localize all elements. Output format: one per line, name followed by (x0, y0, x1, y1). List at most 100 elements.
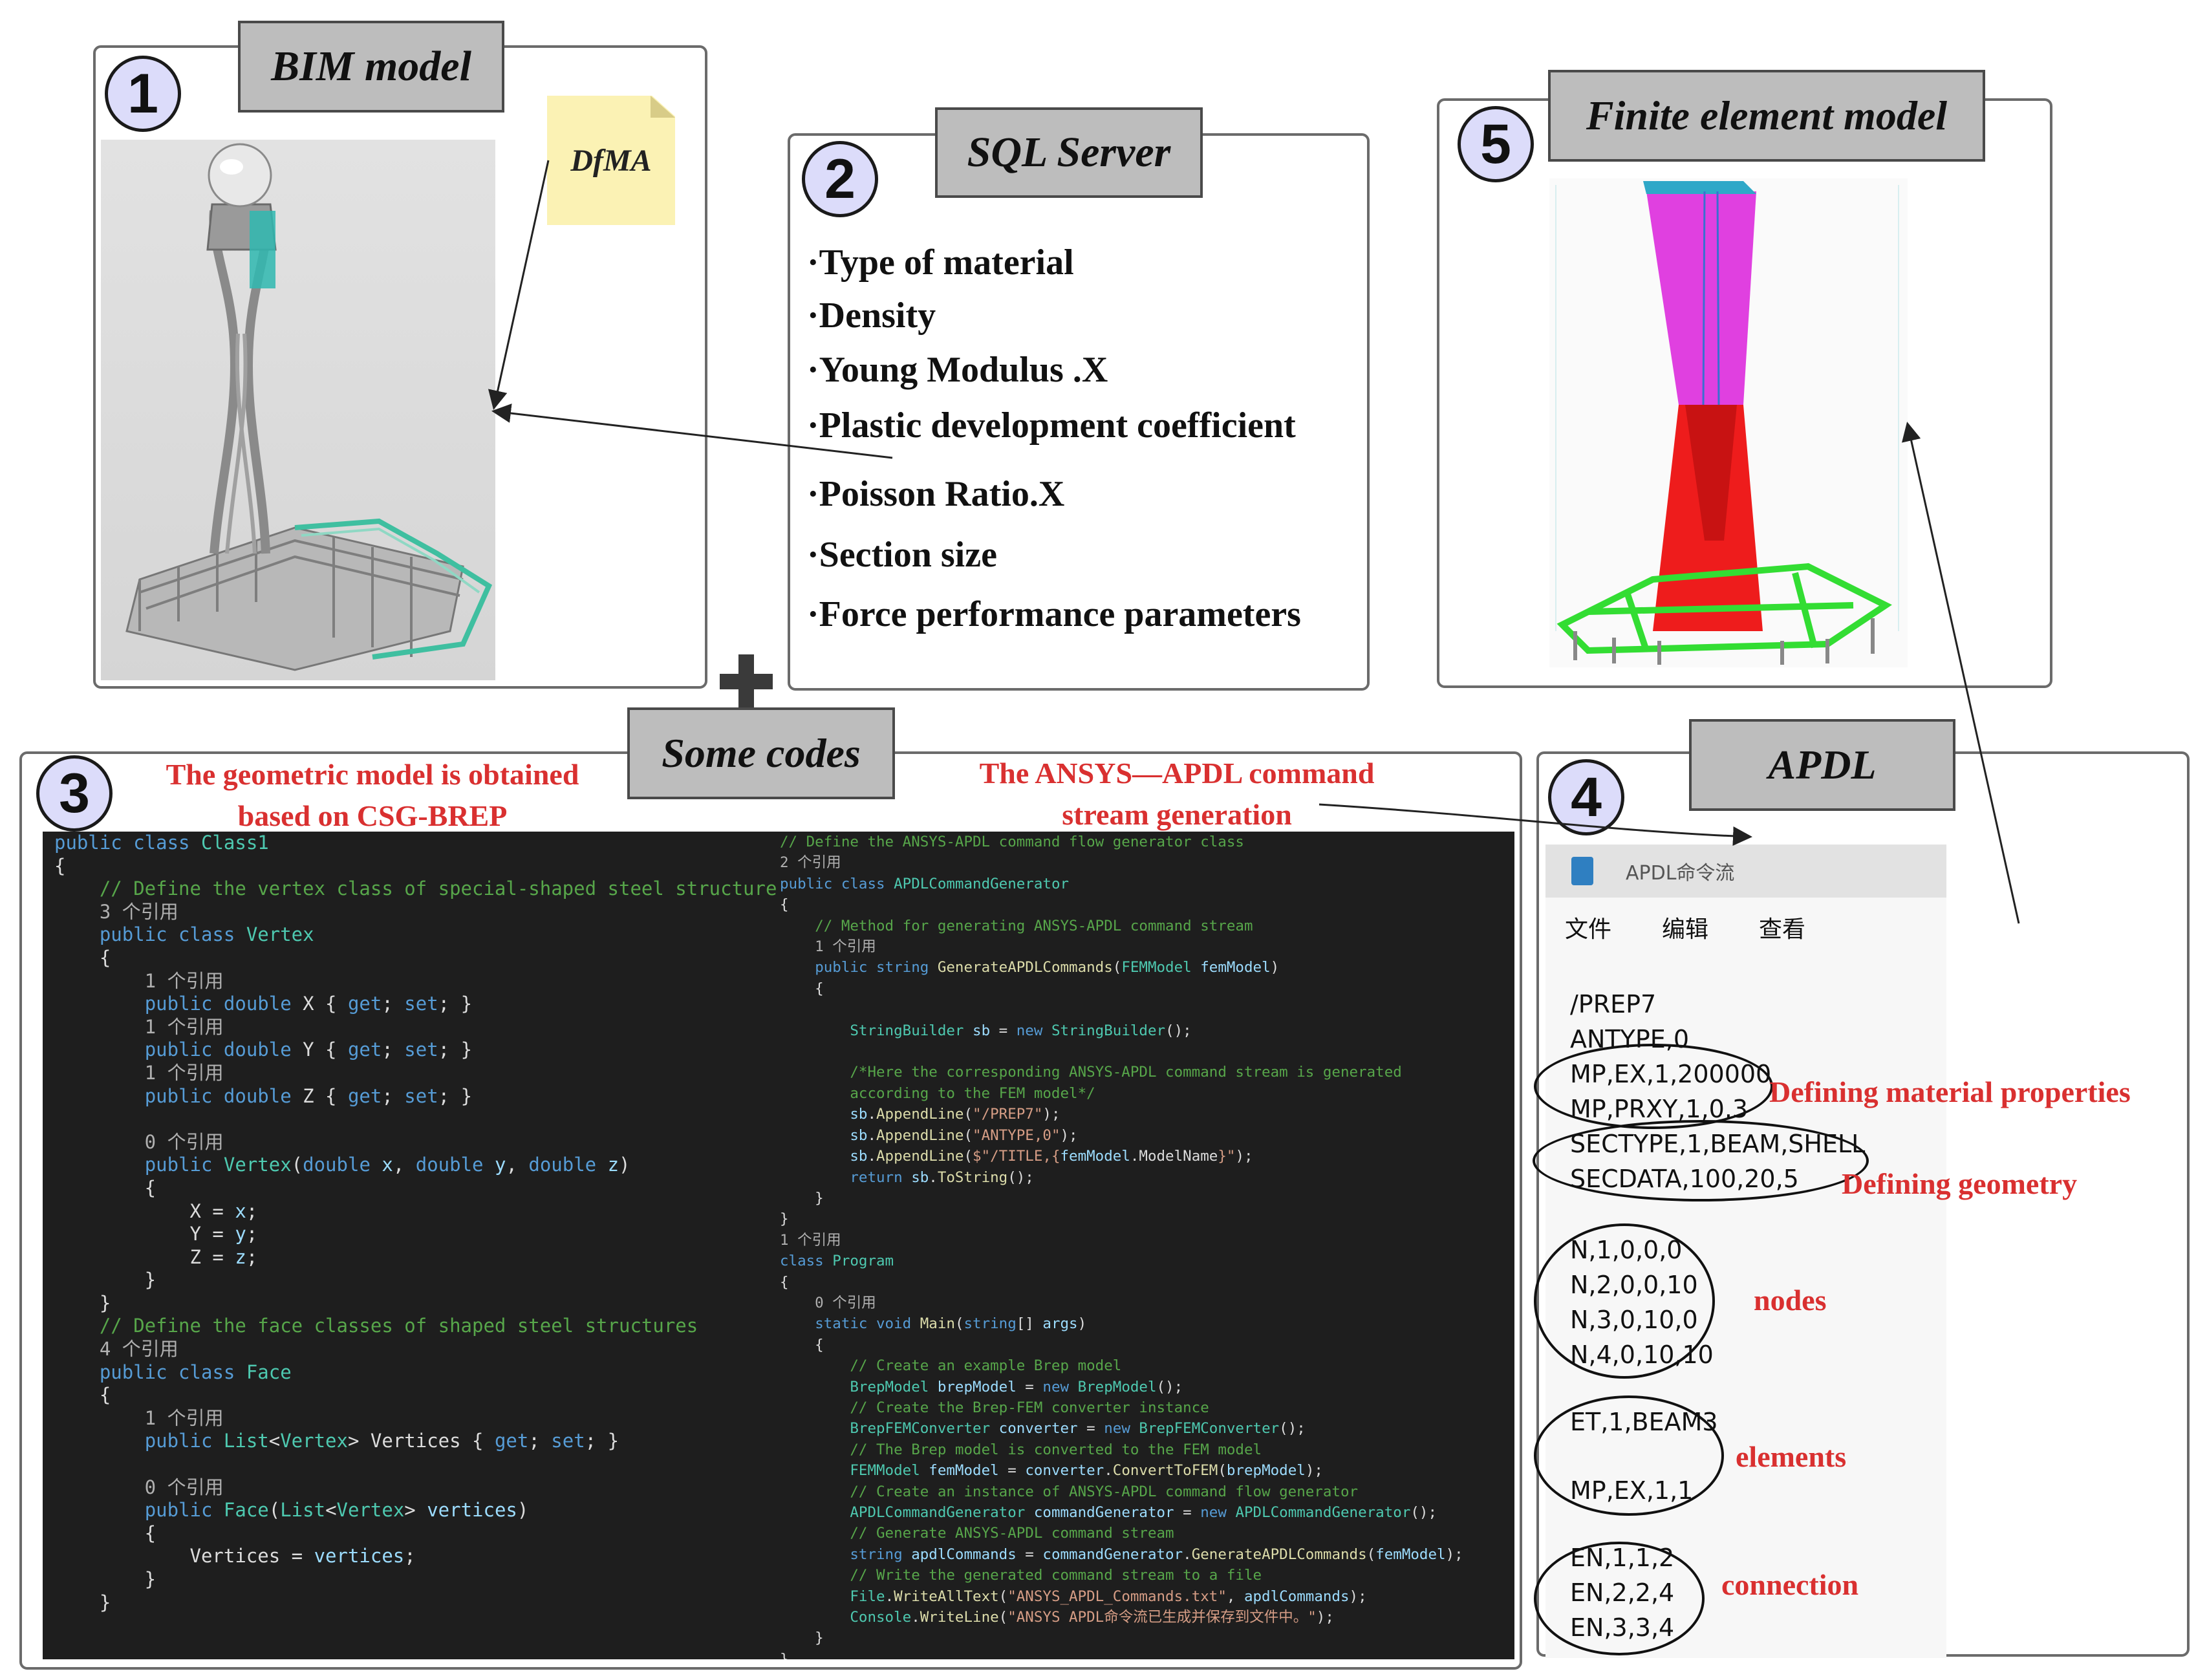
code-token: vertices (427, 1499, 517, 1522)
code-token: > (404, 1499, 427, 1522)
code-line: { (780, 1335, 1463, 1355)
code-token: { (54, 946, 111, 969)
code-line: public Vertex(double x, double y, double… (54, 1154, 777, 1177)
sql-item-force-parameters: ·Force performance parameters (807, 594, 1301, 634)
code-token: [] (1016, 1315, 1043, 1333)
code-line: Console.WriteLine("ANSYS APDL命令流已生成并保存到文… (780, 1607, 1463, 1628)
code-token: ); (1305, 1462, 1323, 1480)
code-token: femModel (1060, 1148, 1130, 1165)
code-token: FEMModel (850, 1462, 920, 1480)
connection-group-ellipse (1534, 1542, 1705, 1655)
code-line: { (54, 947, 777, 970)
code-token: get (347, 1084, 382, 1107)
code-line: 1 个引用 (780, 936, 1463, 957)
code-token: GenerateAPDLCommands (937, 959, 1113, 976)
code-line: public double Z { get; set; } (54, 1085, 777, 1108)
sql-item-material: ·Type of material (807, 242, 1074, 283)
step-number-2: 2 (802, 141, 878, 217)
code-line: } (54, 1591, 777, 1615)
code-token: ( (954, 1315, 964, 1333)
step-number-4-text: 4 (1571, 766, 1602, 828)
code-token (1192, 959, 1201, 976)
code-token: ( (268, 1499, 281, 1522)
code-line: } (54, 1568, 777, 1591)
code-token (780, 1504, 850, 1521)
code-token: "ANSYS APDL命令流已生成并保存到文件中。" (1007, 1609, 1317, 1626)
code-token: { (780, 896, 789, 914)
code-token: public class (99, 1361, 246, 1383)
code-line: { (54, 1522, 777, 1545)
code-token: Y = (54, 1223, 235, 1245)
material-group-ellipse (1534, 1044, 1773, 1129)
code-token (780, 1022, 850, 1039)
code-line: FEMModel femModel = converter.ConvertToF… (780, 1460, 1463, 1481)
code-token: ); (1445, 1545, 1463, 1563)
code-line: 1 个引用 (54, 1062, 777, 1085)
code-token: ; } (438, 1084, 473, 1107)
code-token: ; } (585, 1430, 619, 1452)
code-token: > Vertices { (347, 1430, 495, 1452)
code-token: // Method for generating ANSYS-APDL comm… (815, 917, 1253, 934)
finite-element-title-text: Finite element model (1586, 92, 1948, 138)
code-token: return (850, 1168, 912, 1186)
code-token: "ANTYPE,0" (973, 1126, 1060, 1144)
code-token: 0 个引用 (780, 1294, 876, 1311)
step-number-5: 5 (1458, 106, 1534, 182)
code-token: new (1104, 1420, 1139, 1438)
code-token: commandGenerator (1042, 1545, 1183, 1563)
code-token: Class1 (200, 832, 269, 854)
code-token: (); (1165, 1022, 1192, 1039)
code-token: } (780, 1211, 789, 1228)
code-token: }" (1218, 1148, 1236, 1165)
code-token: AppendLine (876, 1126, 964, 1144)
code-token: ( (964, 1126, 973, 1144)
code-token (780, 1525, 850, 1542)
code-token: . (867, 1126, 877, 1144)
code-token: ; (528, 1430, 552, 1452)
menu-edit[interactable]: 编辑 (1662, 916, 1709, 943)
code-token: public (144, 1154, 224, 1176)
step-number-5-text: 5 (1480, 113, 1511, 175)
apdl-window-titlebar: APDL命令流 (1545, 845, 1946, 898)
code-token: public class (99, 923, 246, 946)
code-token: new (1200, 1504, 1236, 1521)
code-token: = (1016, 1545, 1043, 1563)
code-token: File (850, 1588, 885, 1605)
code-token (54, 1085, 145, 1107)
menu-file[interactable]: 文件 (1565, 916, 1612, 943)
code-token: femModel (929, 1462, 999, 1480)
code-token: . (1104, 1462, 1113, 1480)
menu-view[interactable]: 查看 (1759, 916, 1806, 943)
code-token: y (494, 1154, 506, 1176)
code-token: Z { (303, 1084, 348, 1107)
code-token (54, 993, 145, 1015)
code-line (780, 999, 1463, 1020)
code-token: new (1016, 1022, 1051, 1039)
code-token: ( (964, 1148, 973, 1165)
code-line: } (54, 1269, 777, 1292)
code-token: public double (144, 993, 303, 1015)
code-token: . (1183, 1545, 1192, 1563)
code-column-left: public class Class1{ // Define the verte… (54, 832, 777, 1614)
apdl-generation-caption-line2: stream generation (1062, 798, 1292, 831)
code-line: public class APDLCommandGenerator (780, 874, 1463, 894)
code-token: // Define the face classes of shaped ste… (99, 1315, 698, 1337)
code-line: return sb.ToString(); (780, 1167, 1463, 1188)
code-line: sb.AppendLine("ANTYPE,0"); (780, 1125, 1463, 1146)
code-token: ; (404, 1545, 416, 1567)
code-token (780, 1588, 850, 1605)
code-token: ; } (438, 993, 473, 1015)
code-token: ToString (937, 1168, 1008, 1186)
code-token: ); (1316, 1609, 1334, 1626)
code-token (54, 923, 100, 945)
code-token: Face (246, 1361, 292, 1383)
code-token: (); (1007, 1168, 1034, 1186)
sql-server-title-text: SQL Server (967, 129, 1171, 176)
code-token: x (235, 1200, 246, 1222)
code-token: according to the FEM model*/ (780, 1084, 1095, 1102)
code-token: string (964, 1315, 1017, 1333)
code-token: ( (998, 1588, 1008, 1605)
code-token (780, 1441, 850, 1458)
code-line: public double Y { get; set; } (54, 1039, 777, 1062)
code-line: // Write the generated command stream to… (780, 1565, 1463, 1586)
